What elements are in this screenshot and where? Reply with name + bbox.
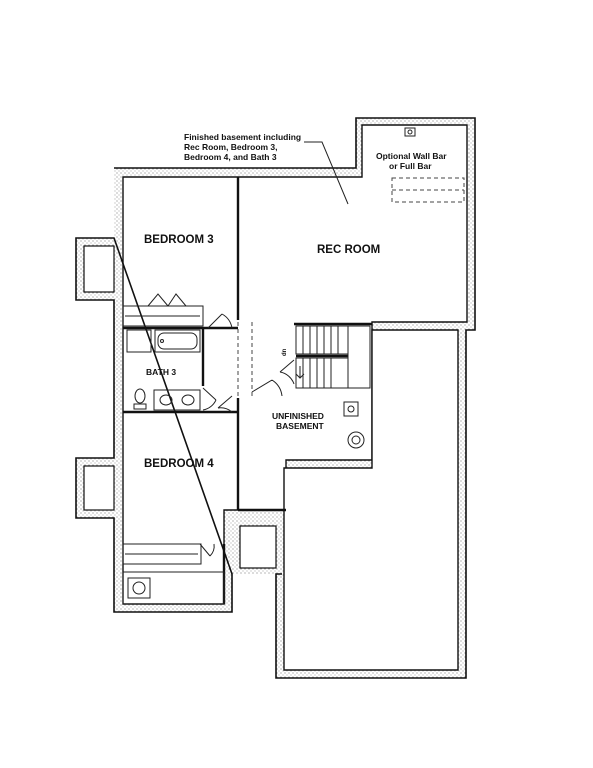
- tub-drain: [160, 339, 164, 343]
- door-bedroom4: [217, 395, 233, 413]
- interior-walls: [122, 177, 372, 605]
- door-bath3: [202, 387, 217, 411]
- bar-note-line-2: or Full Bar: [389, 161, 432, 171]
- closet-bedroom4: [122, 543, 202, 565]
- foundation-outline: [75, 117, 476, 679]
- stair-dn-label: dn: [282, 348, 288, 356]
- window-well-bedroom4-inner: [83, 465, 115, 511]
- room-label-bedroom3: BEDROOM 3: [144, 234, 214, 246]
- room-label-unfinished-1: UNFINISHED: [272, 411, 324, 421]
- doors: [147, 293, 295, 557]
- annotation-line-1: Finished basement including: [184, 132, 301, 142]
- closet-bedroom3: [122, 305, 204, 327]
- stairs: dn: [282, 325, 371, 389]
- room-label-bath3: BATH 3: [146, 367, 176, 377]
- door-bedroom3: [207, 313, 233, 329]
- vanity: [153, 389, 201, 411]
- mechanical: [127, 401, 365, 599]
- window-well-bedroom3-inner: [83, 245, 115, 293]
- door-bedroom3-closet: [147, 293, 187, 307]
- unfinished-floor: [283, 329, 459, 671]
- sink-right-icon: [181, 394, 195, 406]
- door-unfinished: [251, 379, 283, 397]
- bathtub: [154, 329, 201, 353]
- annotation-line-3: Bedroom 4, and Bath 3: [184, 152, 277, 162]
- stair-lower-treads: [302, 358, 332, 388]
- water-heater-icon: [347, 431, 365, 449]
- bar-sink-drain-icon: [407, 129, 413, 135]
- water-heater-inner-icon: [351, 435, 361, 445]
- stair-upper-treads: [302, 326, 339, 354]
- bath-fixtures: [126, 329, 201, 411]
- room-label-rec-room: REC ROOM: [317, 244, 380, 256]
- sump-pit-icon: [132, 581, 146, 595]
- door-bedroom4-closet: [199, 543, 215, 557]
- room-label-unfinished-2: BASEMENT: [276, 421, 325, 431]
- door-stair: [279, 359, 295, 385]
- bar-sink-icon: [404, 127, 416, 137]
- window-well-lower-inner: [239, 525, 277, 569]
- labels: Finished basement including Rec Room, Be…: [144, 132, 447, 470]
- furnace-icon: [343, 401, 359, 417]
- sump-icon: [127, 577, 151, 599]
- room-floors: [83, 124, 468, 671]
- bathtub-inner: [157, 332, 198, 350]
- furnace-vent-icon: [347, 405, 355, 413]
- mechanical-closet: [122, 571, 225, 605]
- linen-closet: [126, 329, 152, 353]
- sink-left-icon: [159, 394, 173, 406]
- toilet-icon: [134, 388, 146, 404]
- optional-bar: [391, 127, 465, 203]
- room-label-bedroom4: BEDROOM 4: [144, 458, 214, 470]
- stair-landing: [347, 325, 371, 389]
- toilet-tank: [133, 403, 147, 410]
- annotation-leader: [304, 141, 349, 205]
- annotation-line-2: Rec Room, Bedroom 3,: [184, 142, 278, 152]
- stair-arrow: [295, 366, 305, 379]
- bar-note-line-1: Optional Wall Bar: [376, 151, 447, 161]
